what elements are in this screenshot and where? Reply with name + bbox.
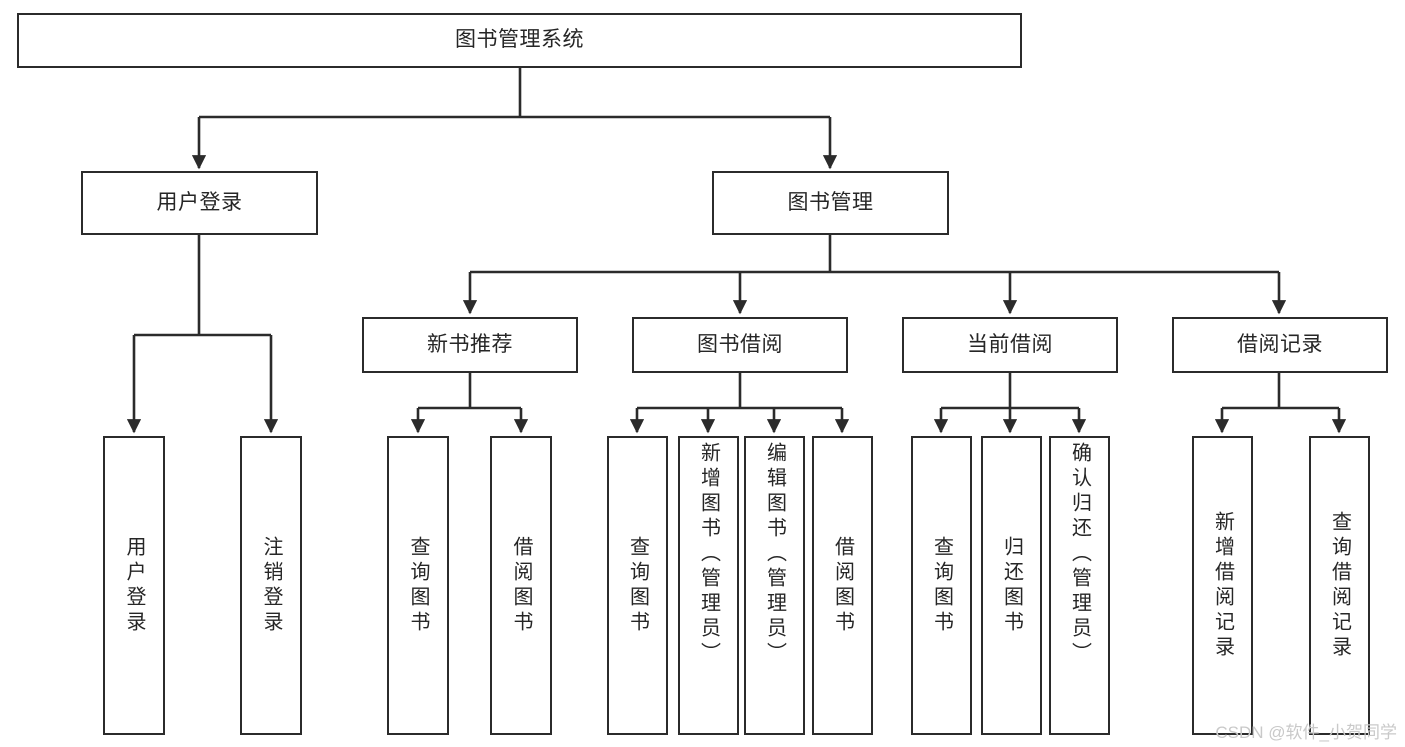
node-leaf-edit-book[interactable]: 编辑图书（管理员） (744, 436, 805, 735)
node-leaf-query-book-borrow-label: 查询图书 (626, 535, 649, 636)
node-leaf-query-borrow-record-label: 查询借阅记录 (1328, 510, 1351, 661)
node-user-login[interactable]: 用户登录 (81, 171, 318, 235)
node-book-borrow[interactable]: 图书借阅 (632, 317, 848, 373)
node-book-borrow-label: 图书借阅 (697, 332, 783, 356)
node-leaf-query-borrow-record[interactable]: 查询借阅记录 (1309, 436, 1370, 735)
watermark-text: CSDN @软件_小贺同学 (1215, 723, 1397, 742)
node-leaf-confirm-return[interactable]: 确认归还（管理员） (1049, 436, 1110, 735)
node-leaf-query-book-borrow[interactable]: 查询图书 (607, 436, 668, 735)
node-leaf-borrow-book-recommend[interactable]: 借阅图书 (490, 436, 552, 735)
node-leaf-return-book[interactable]: 归还图书 (981, 436, 1042, 735)
node-leaf-return-book-label: 归还图书 (1000, 535, 1023, 636)
node-leaf-add-book[interactable]: 新增图书（管理员） (678, 436, 739, 735)
node-leaf-borrow-book-label: 借阅图书 (831, 535, 854, 636)
node-leaf-add-borrow-record[interactable]: 新增借阅记录 (1192, 436, 1253, 735)
node-leaf-add-borrow-record-label: 新增借阅记录 (1211, 510, 1234, 661)
node-current-borrow[interactable]: 当前借阅 (902, 317, 1118, 373)
node-leaf-logout-label: 注销登录 (260, 535, 282, 636)
node-leaf-query-book-recommend-label: 查询图书 (407, 535, 429, 636)
node-user-login-label: 用户登录 (156, 190, 243, 214)
node-leaf-query-book-current-label: 查询图书 (930, 535, 953, 636)
node-borrow-record[interactable]: 借阅记录 (1172, 317, 1388, 373)
node-leaf-borrow-book[interactable]: 借阅图书 (812, 436, 873, 735)
node-book-management[interactable]: 图书管理 (712, 171, 949, 235)
node-current-borrow-label: 当前借阅 (967, 332, 1053, 356)
node-leaf-logout[interactable]: 注销登录 (240, 436, 302, 735)
node-leaf-borrow-book-recommend-label: 借阅图书 (510, 535, 532, 636)
node-new-book-recommend-label: 新书推荐 (427, 332, 513, 356)
node-root-system[interactable]: 图书管理系统 (17, 13, 1022, 68)
node-leaf-user-login[interactable]: 用户登录 (103, 436, 165, 735)
node-leaf-edit-book-label: 编辑图书（管理员） (763, 442, 786, 667)
node-root-system-label: 图书管理系统 (455, 28, 584, 52)
node-leaf-confirm-return-label: 确认归还（管理员） (1068, 442, 1091, 667)
node-leaf-user-login-label: 用户登录 (123, 535, 145, 636)
node-book-management-label: 图书管理 (787, 190, 874, 214)
node-leaf-query-book-recommend[interactable]: 查询图书 (387, 436, 449, 735)
node-leaf-query-book-current[interactable]: 查询图书 (911, 436, 972, 735)
node-new-book-recommend[interactable]: 新书推荐 (362, 317, 578, 373)
node-borrow-record-label: 借阅记录 (1237, 332, 1323, 356)
node-leaf-add-book-label: 新增图书（管理员） (697, 442, 720, 667)
